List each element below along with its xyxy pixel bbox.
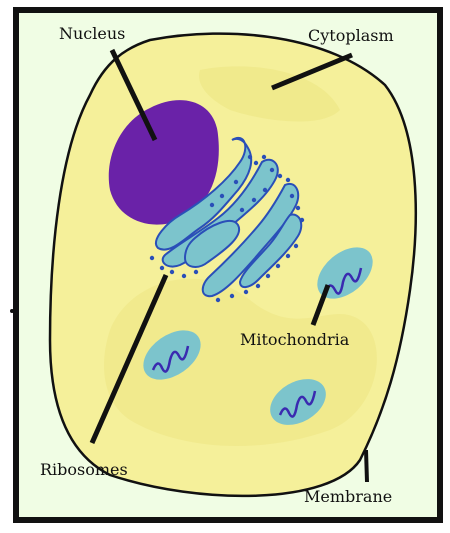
cytoplasm-label: Cytoplasm [308,26,394,45]
edge-dot [10,309,14,313]
membrane-leader-line [366,450,367,482]
ribosomes-label: Ribosomes [40,460,128,479]
nucleus-label: Nucleus [59,24,125,43]
mitochondria-label: Mitochondria [240,330,350,349]
membrane-label: Membrane [304,487,392,506]
